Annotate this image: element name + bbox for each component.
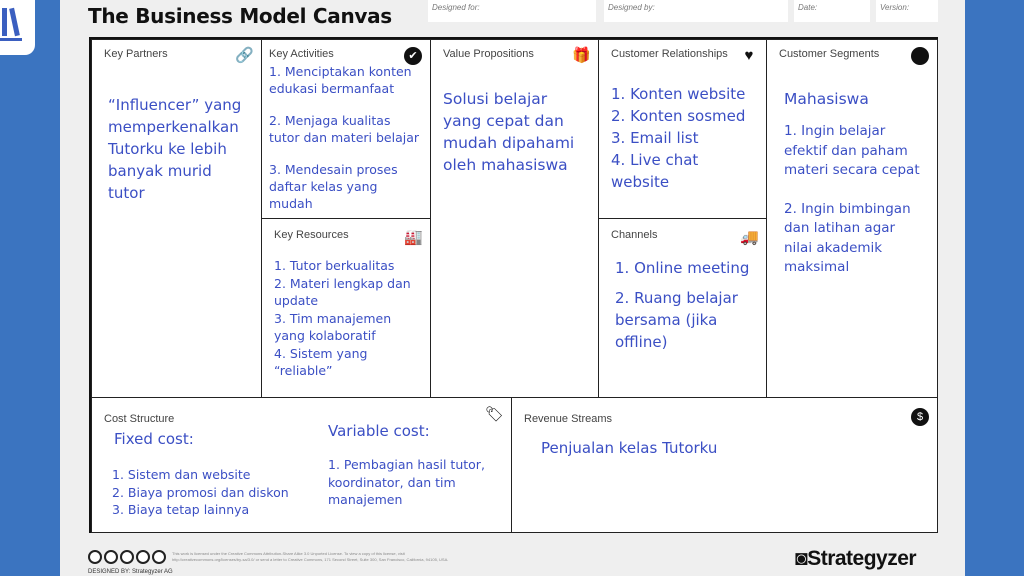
list-item: 2. Biaya promosi dan diskon bbox=[112, 484, 289, 500]
value-propositions-block[interactable]: Value Propositions 🎁 Solusi belajar yang… bbox=[430, 39, 599, 398]
list-item: 1. Menciptakan konten edukasi bermanfaat bbox=[269, 64, 412, 96]
factory-icon: 🏭 bbox=[404, 229, 423, 246]
revenue-text: Penjualan kelas Tutorku bbox=[541, 439, 718, 457]
list-item: 2. Materi lengkap dan update bbox=[274, 275, 411, 309]
fixed-cost-heading: Fixed cost: bbox=[114, 430, 194, 448]
license-text: This work is licensed under the Creative… bbox=[172, 551, 449, 562]
block-title: Revenue Streams bbox=[524, 413, 613, 425]
strategyzer-logo: ◙Strategyzer bbox=[795, 547, 917, 571]
designed-by-field[interactable]: Designed by: bbox=[604, 0, 788, 22]
text-line: “Influencer” yang bbox=[108, 96, 242, 114]
list-item: 1. Pembagian hasil tutor, koordinator, d… bbox=[328, 457, 485, 507]
block-title: Customer Segments bbox=[779, 48, 880, 60]
segment-heading: Mahasiswa bbox=[784, 90, 869, 108]
list-item: 1. Ingin belajar efektif dan paham mater… bbox=[784, 123, 920, 178]
list-item: 2. Ingin bimbingan dan latihan agar nila… bbox=[784, 200, 911, 276]
key-partners-block[interactable]: Key Partners 🔗 “Influencer” yang memperk… bbox=[91, 39, 262, 398]
block-title: Value Propositions bbox=[443, 48, 534, 60]
channels-block[interactable]: Channels 🚚 1. Online meeting 2. Ruang be… bbox=[598, 218, 767, 398]
sa-icon bbox=[120, 550, 134, 564]
date-field[interactable]: Date: bbox=[794, 0, 870, 22]
list-item: 4. Live chat website bbox=[611, 151, 699, 191]
block-title: Key Partners bbox=[104, 48, 168, 60]
check-icon: ✔ bbox=[404, 47, 422, 65]
text-line: Tutorku ke lebih bbox=[108, 140, 227, 158]
variable-cost-heading: Variable cost: bbox=[328, 422, 430, 440]
truck-icon: 🚚 bbox=[740, 229, 759, 246]
text-line: banyak murid tutor bbox=[108, 162, 212, 202]
tag-icon: 🏷 bbox=[485, 406, 505, 423]
list-item: 2. Konten sosmed bbox=[611, 107, 746, 125]
app-logo[interactable] bbox=[0, 0, 35, 55]
block-title: Key Resources bbox=[274, 229, 349, 241]
person-icon bbox=[911, 47, 929, 65]
value-text: Solusi belajar yang cepat dan mudah dipa… bbox=[443, 90, 575, 174]
info-icon bbox=[152, 550, 166, 564]
block-title: Key Activities bbox=[269, 48, 334, 60]
key-resources-block[interactable]: Key Resources 🏭 1. Tutor berkualitas 2. … bbox=[261, 218, 431, 398]
block-title: Cost Structure bbox=[104, 413, 175, 425]
gift-icon: 🎁 bbox=[572, 47, 591, 64]
designed-by-credit: DESIGNED BY: Strategyzer AG bbox=[88, 569, 173, 575]
list-item: 1. Tutor berkualitas bbox=[274, 258, 395, 273]
list-item: 3. Biaya tetap lainnya bbox=[112, 502, 250, 517]
text-line: memperkenalkan bbox=[108, 118, 239, 136]
version-field[interactable]: Version: bbox=[876, 0, 938, 22]
list-item: 1. Sistem dan website bbox=[112, 467, 251, 482]
cc-icon bbox=[88, 550, 102, 564]
list-item: 1. Konten website bbox=[611, 85, 746, 103]
cost-structure-block[interactable]: Cost Structure 🏷 Fixed cost: 1. Sistem d… bbox=[91, 397, 512, 533]
strategyzer-icon: ◙ bbox=[795, 547, 808, 570]
customer-segments-block[interactable]: Customer Segments Mahasiswa 1. Ingin bel… bbox=[766, 39, 938, 398]
brand-name: Strategyzer bbox=[807, 547, 917, 570]
list-item: 3. Tim manajemen yang kolaboratif bbox=[274, 310, 392, 344]
customer-relationships-block[interactable]: Customer Relationships ♥ 1. Konten websi… bbox=[598, 39, 767, 219]
list-item: 2. Menjaga kualitas tutor dan materi bel… bbox=[269, 113, 420, 145]
list-item: 3. Mendesain proses daftar kelas yang mu… bbox=[269, 162, 398, 211]
list-item: 4. Sistem yang “reliable” bbox=[274, 345, 368, 379]
key-activities-block[interactable]: Key Activities ✔ 1. Menciptakan konten e… bbox=[261, 39, 431, 219]
money-bag-icon: $ bbox=[911, 408, 929, 426]
designed-for-field[interactable]: Designed for: bbox=[428, 0, 596, 22]
business-model-canvas: Key Partners 🔗 “Influencer” yang memperk… bbox=[89, 37, 938, 533]
list-item: 2. Ruang belajar bersama (jika offline) bbox=[615, 289, 738, 351]
share-icon bbox=[136, 550, 150, 564]
list-item: 1. Online meeting bbox=[615, 259, 750, 277]
by-icon bbox=[104, 550, 118, 564]
page-title: The Business Model Canvas bbox=[88, 4, 392, 28]
heart-icon: ♥ bbox=[744, 47, 754, 64]
block-title: Customer Relationships bbox=[611, 48, 728, 60]
link-icon: 🔗 bbox=[235, 47, 254, 64]
list-item: 3. Email list bbox=[611, 129, 699, 147]
revenue-streams-block[interactable]: Revenue Streams $ Penjualan kelas Tutork… bbox=[511, 397, 938, 533]
block-title: Channels bbox=[611, 229, 658, 241]
